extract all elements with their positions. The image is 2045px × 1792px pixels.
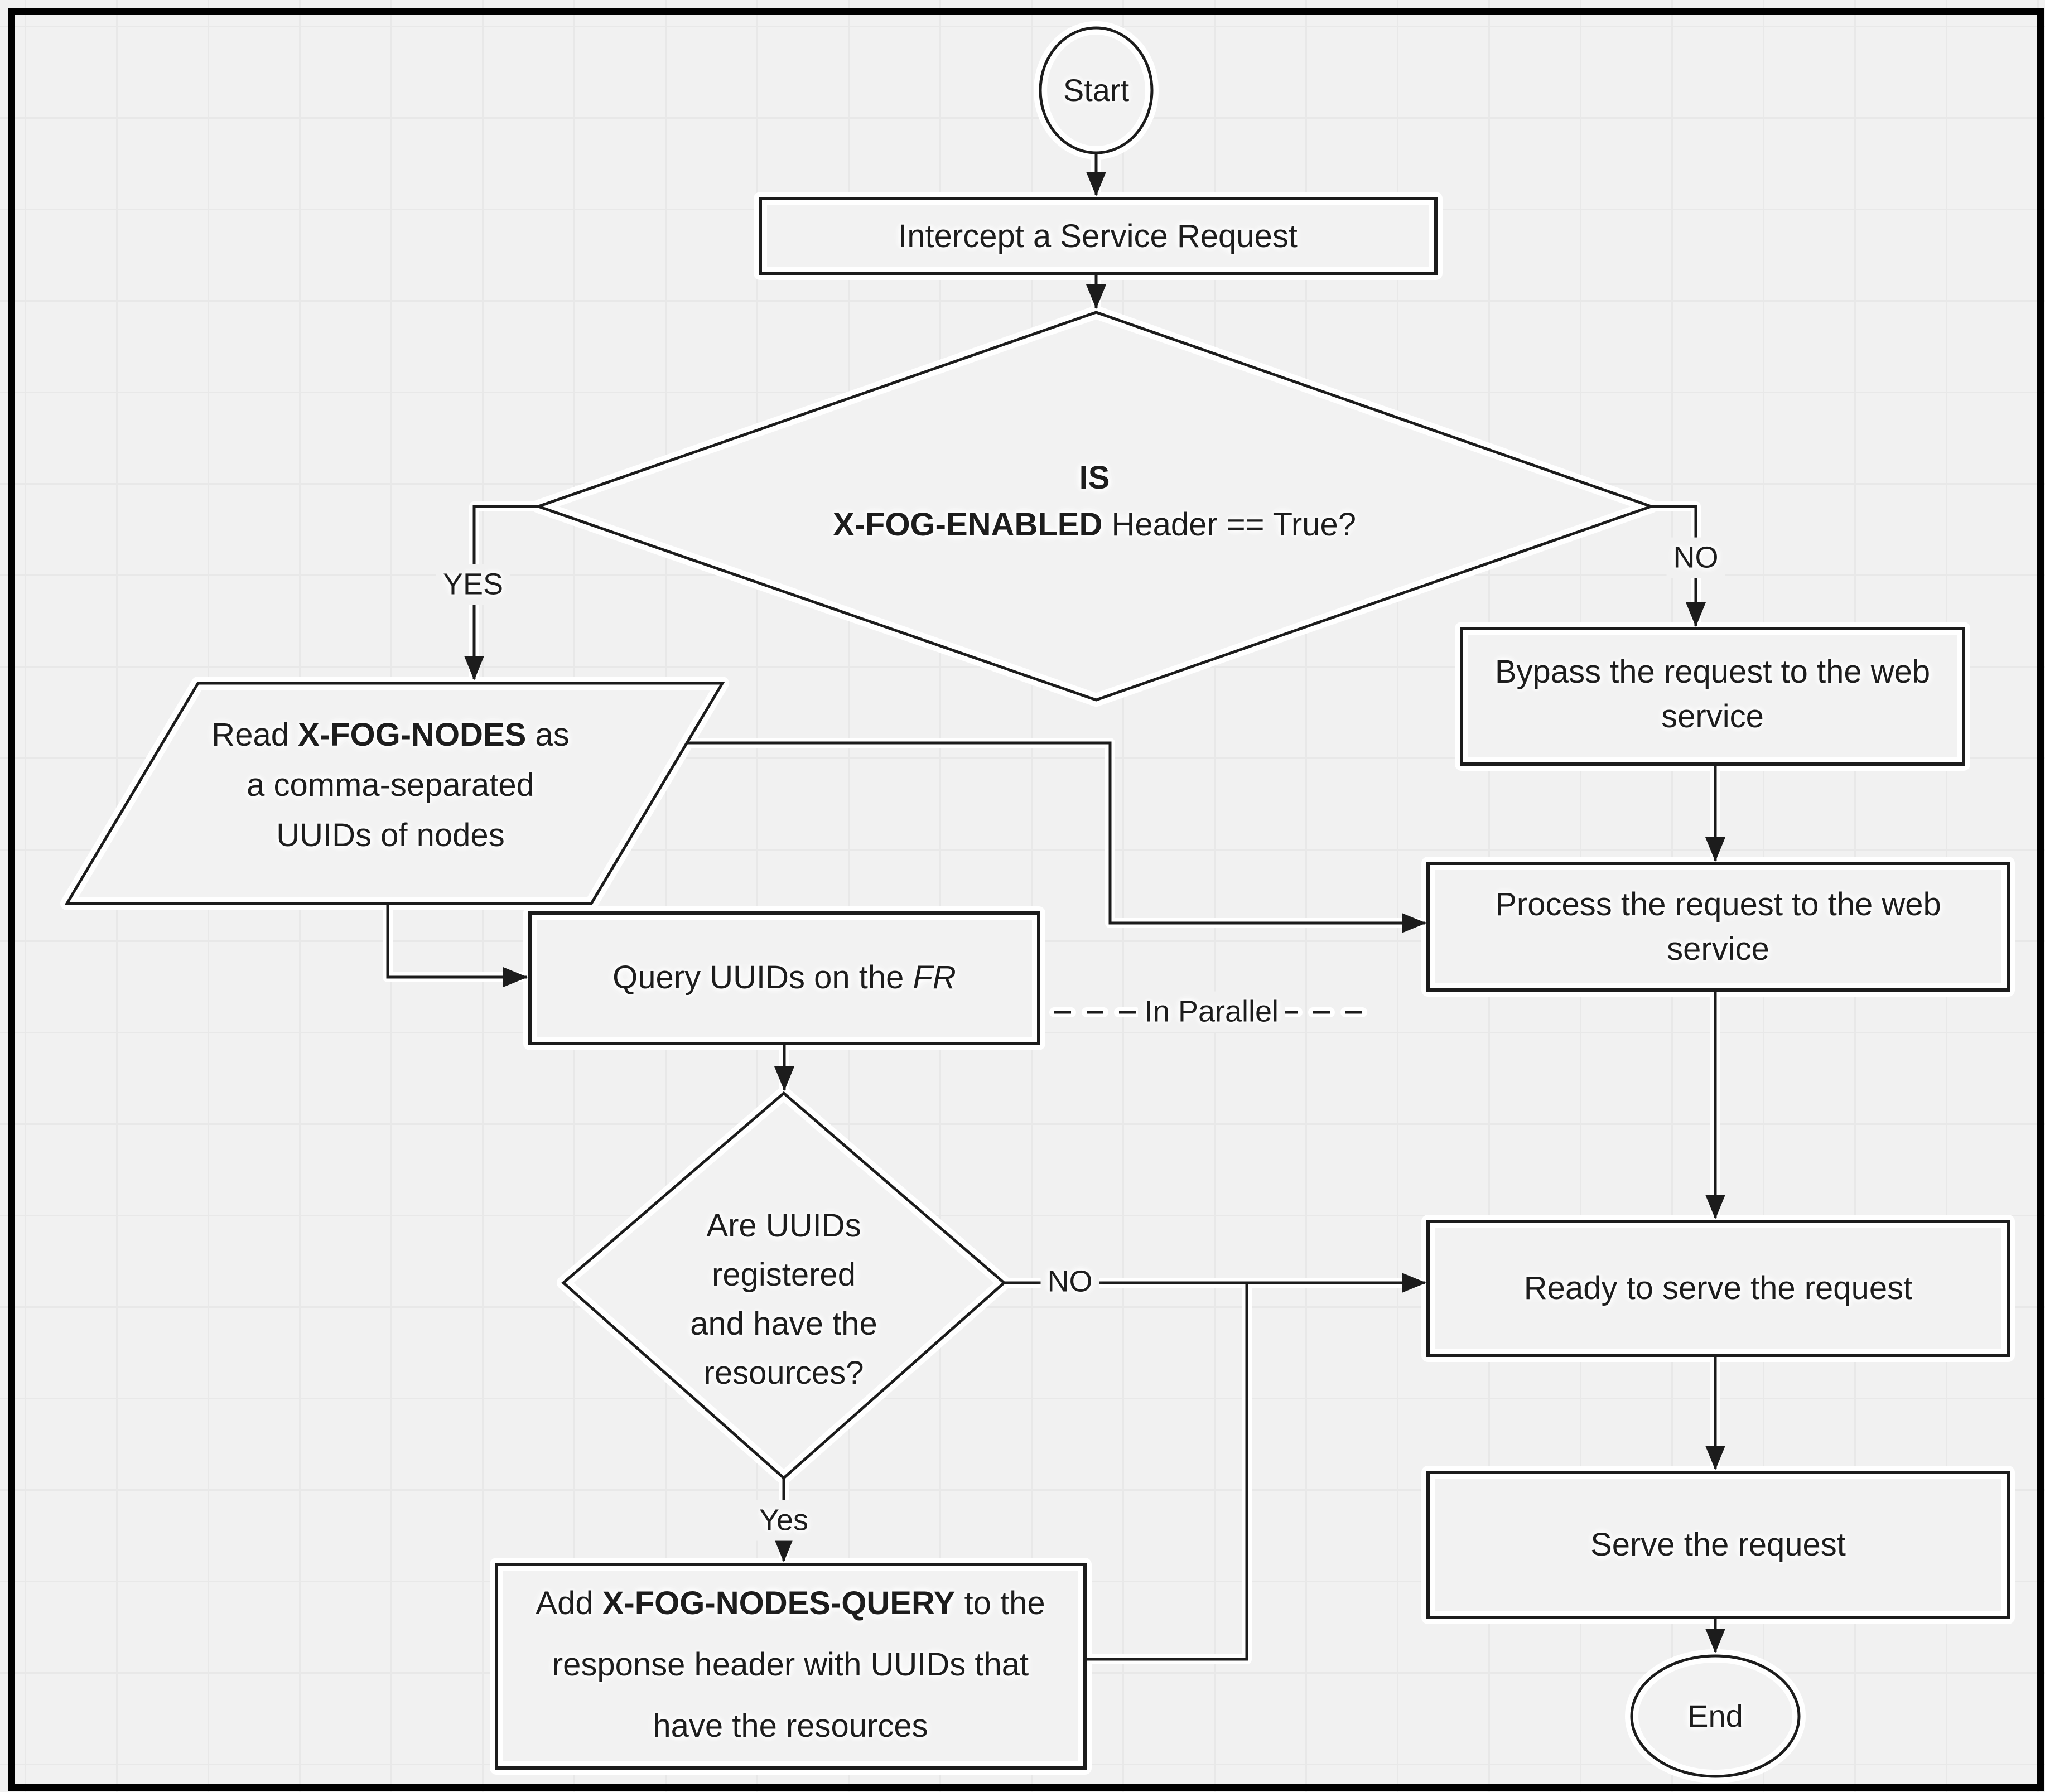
end-node-shape [1630,1654,1801,1778]
edge-yes-to-read-nodes [464,505,538,680]
intercept-node-shape [759,197,1438,275]
fog-enabled-decision-shape [534,311,1656,702]
uuids-decision-shape [561,1091,1006,1480]
ready-node-shape [1426,1220,2010,1357]
no-mid-edge-label: NO [1040,1261,1099,1302]
yes-top-edge-label: YES [436,564,510,605]
read-nodes-label: Read X-FOG-NODES as a comma-separated UU… [211,717,570,853]
add-query-header-node-shape [495,1563,1087,1770]
uuids-decision-label: Are UUIDs registered and have the resour… [690,1207,877,1391]
serve-node-shape [1426,1471,2010,1619]
process-node-shape [1426,862,2010,992]
serve-label: Serve the request [1590,1526,1846,1563]
no-top-edge-label: NO [1666,537,1725,578]
query-label: Query UUIDs on the FR [612,959,956,996]
process-label: Process the request to the web service [1495,886,1941,967]
edge-read-nodes-to-process [687,741,1426,933]
bypass-label: Bypass the request to the web service [1494,654,1931,735]
query-node-shape [528,911,1040,1045]
end-label: End [1687,1698,1743,1734]
start-label: Start [1063,73,1130,108]
bypass-node-shape [1460,627,1965,766]
ready-label: Ready to serve the request [1523,1269,1913,1306]
edge-read-nodes-to-query [386,905,528,987]
edge-no-to-bypass [1651,505,1706,627]
add-query-header-label: Add X-FOG-NODES-QUERY to the response he… [536,1585,1045,1744]
edge-add-header-return [1086,1284,1248,1661]
in-parallel-label: In Parallel [1137,991,1286,1032]
fog-enabled-decision-label: IS X-FOG-ENABLED Header == True? [833,460,1356,543]
yes-mid-edge-label: Yes [752,1500,816,1541]
intercept-label: Intercept a Service Request [898,218,1298,254]
read-nodes-parallelogram-shape [64,682,725,905]
